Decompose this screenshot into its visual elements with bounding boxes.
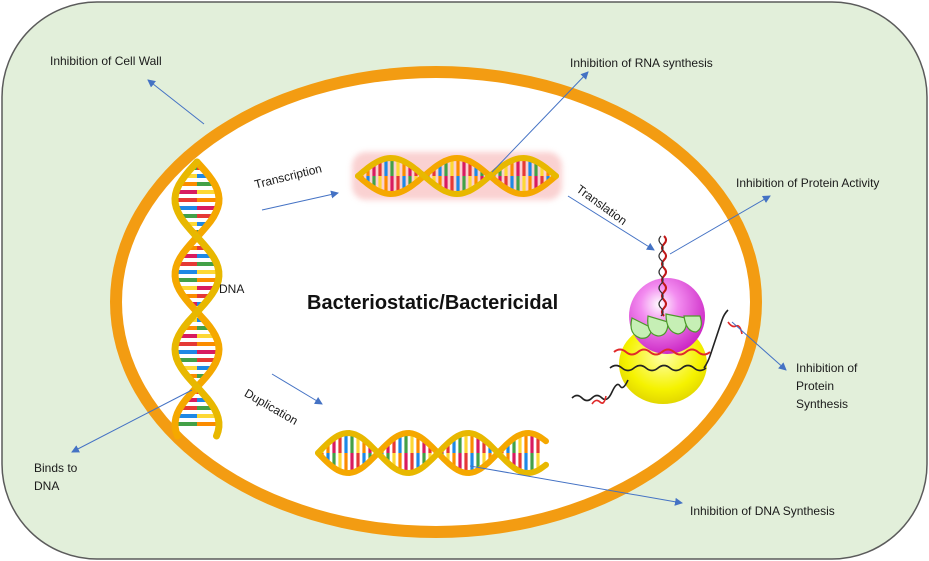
mrna-tail-left-red [591,395,607,405]
arrow-to-rna-synthesis [491,71,589,173]
label-binds-to-dna: Binds to DNA [34,461,78,493]
label-inhibition-dna-synthesis: Inhibition of DNA Synthesis [690,504,835,518]
cytoplasm [122,78,750,526]
arrow-translation [567,195,655,251]
diagram-title: Bacteriostatic/Bactericidal [307,292,559,314]
polypeptide-chain-dark [658,235,664,317]
helix-backbone [171,158,223,440]
arrow-to-protein-synthesis [731,321,787,371]
helix-backbone [315,429,549,477]
helix-backbone [171,158,223,440]
polypeptide-tail-right [703,309,729,369]
label-dna: DNA [219,282,245,296]
helix-backbone [315,429,549,477]
dna-helix-vertical [171,158,223,440]
label-inhibition-cell-wall: Inhibition of Cell Wall [50,54,162,68]
arrow-transcription [261,190,339,211]
arrow-binds-dna [71,389,193,453]
dna-helix-transcription [352,152,562,200]
trna-cluster [630,313,702,339]
arrow-to-cell-wall [147,79,205,125]
label-inhibition-protein-activity: Inhibition of Protein Activity [736,176,880,190]
ribosome [571,235,743,405]
mrna-strand [613,348,711,356]
helix-backbone [355,154,559,198]
arrow-to-protein-activity [669,195,771,255]
helix-backbone [355,154,559,198]
label-inhibition-rna-synthesis: Inhibition of RNA synthesis [570,56,713,70]
arrow-to-dna-synthesis [469,465,683,506]
mrna-strand-dark [609,364,707,372]
arrow-duplication [271,373,323,405]
dna-helix-duplication [315,429,549,477]
label-inhibition-protein-synthesis: Inhibition of Protein Synthesis [796,361,858,411]
mrna-tail-left [571,379,629,402]
